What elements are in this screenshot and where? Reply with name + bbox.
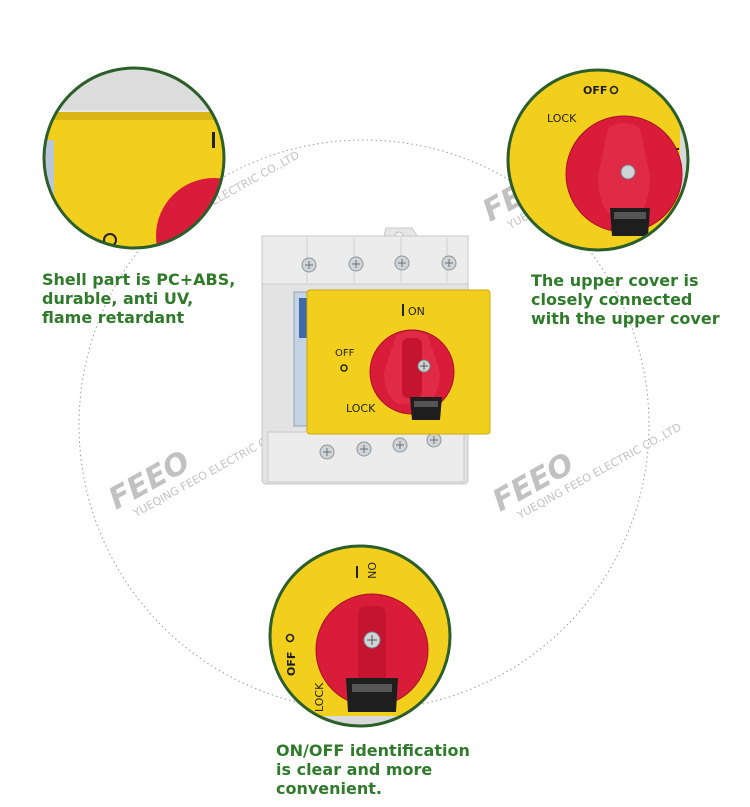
zoom-off-label: OFF [583, 84, 607, 97]
dotted-ring [78, 139, 650, 711]
zoom-on-label-rotated: ON [365, 562, 378, 579]
on-label: ON [408, 305, 425, 318]
caption-line: convenient. [276, 779, 382, 798]
zoom-lock-label-rotated: LOCK [313, 682, 326, 712]
off-label: OFF [335, 348, 355, 359]
caption-line: is clear and more [276, 760, 433, 779]
caption-line: Shell part is PC+ABS, [42, 270, 236, 289]
off-indicator-icon [285, 633, 295, 643]
off-indicator-icon [609, 85, 619, 95]
caption-line: flame retardant [42, 308, 185, 327]
caption-line: with the upper cover [531, 309, 720, 328]
caption-on-off-identification: ON/OFF identification is clear and more … [276, 741, 470, 798]
caption-shell-material: Shell part is PC+ABS, durable, anti UV, … [42, 270, 235, 327]
watermark-middle-right: FEEO YUEQING FEEO ELECTRIC CO.,LTD [487, 421, 684, 523]
off-indicator-icon [340, 364, 348, 372]
rotary-knob [369, 329, 455, 420]
caption-line: closely connected [531, 290, 693, 309]
zoom-off-label-rotated: OFF [285, 652, 298, 676]
caption-line: ON/OFF identification [276, 741, 470, 760]
zoom-circle-cover: OFF LOCK ON [506, 68, 690, 252]
knob-screw-icon [620, 164, 636, 180]
caption-line: durable, anti UV, [42, 289, 194, 308]
isolator-switch-product: ON OFF LOCK [261, 227, 491, 485]
terminal-screw-icon [301, 255, 457, 273]
lock-label: LOCK [346, 402, 376, 415]
caption-line: The upper cover is [531, 271, 699, 290]
caption-upper-cover: The upper cover is closely connected wit… [531, 271, 720, 328]
padlock-hasp [410, 397, 442, 420]
zoom-lock-label: LOCK [547, 112, 577, 125]
zoom-circle-indicator: ON OFF LOCK [268, 544, 452, 728]
terminal-screw-icon [319, 432, 442, 460]
